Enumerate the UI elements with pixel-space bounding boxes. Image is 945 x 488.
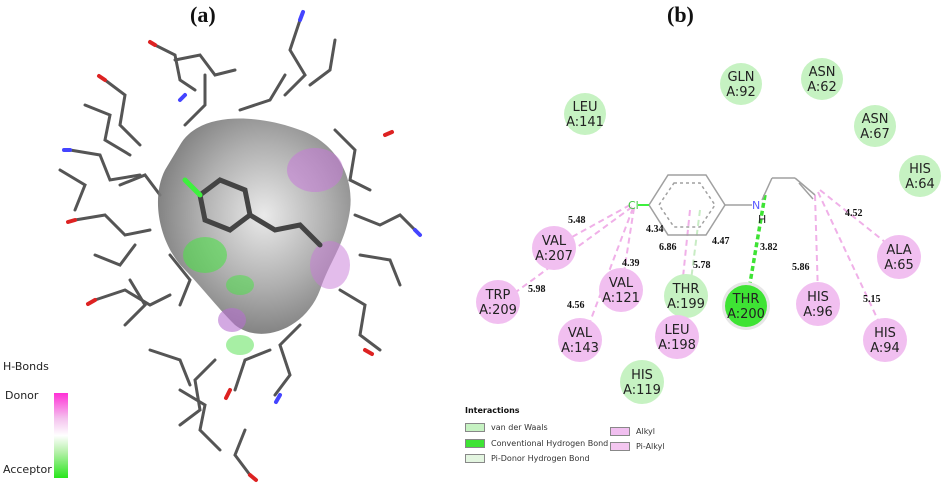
hbond-donor-label: Donor xyxy=(5,389,39,402)
legend-item-pi-donor-hbond: Pi-Donor Hydrogen Bond xyxy=(465,454,590,463)
residue-number: A:143 xyxy=(561,341,599,356)
legend-item-pi-alkyl: Pi-Alkyl xyxy=(610,442,665,451)
panel-a-label: (a) xyxy=(190,2,216,27)
legend-title: Interactions xyxy=(465,406,520,415)
residue-number: A:207 xyxy=(535,249,573,264)
residue-ala-65: ALA A:65 xyxy=(877,235,921,279)
distance-label: 4.34 xyxy=(646,224,664,235)
residue-name: LEU xyxy=(573,100,598,115)
residue-name: HIS xyxy=(631,368,653,383)
residue-leu-141: LEU A:141 xyxy=(564,93,606,135)
legend-swatch xyxy=(465,439,485,448)
distance-label: 4.52 xyxy=(845,208,863,219)
residue-number: A:65 xyxy=(884,258,914,273)
residue-his-64: HIS A:64 xyxy=(899,155,941,197)
residue-his-119: HIS A:119 xyxy=(620,360,664,404)
residue-thr-199: THR A:199 xyxy=(664,274,708,318)
protein-residue-sticks xyxy=(58,18,417,477)
residue-number: A:141 xyxy=(566,115,604,130)
hbond-scale-title: H-Bonds xyxy=(3,360,49,373)
hydrogen-atom: H xyxy=(758,213,766,226)
residue-name: TRP xyxy=(485,288,511,303)
residue-his-96: HIS A:96 xyxy=(796,282,840,326)
residue-asn-62: ASN A:62 xyxy=(801,58,843,100)
residue-number: A:92 xyxy=(726,85,756,100)
residue-number: A:94 xyxy=(870,341,900,356)
panel-b-label: (b) xyxy=(667,2,694,27)
residue-leu-198: LEU A:198 xyxy=(655,315,699,359)
hbond-color-scale xyxy=(54,393,68,478)
distance-label: 3.82 xyxy=(760,242,778,253)
distance-label: 5.86 xyxy=(792,262,810,273)
distance-label: 4.47 xyxy=(712,236,730,247)
interactions-legend: Interactions van der Waals Conventional … xyxy=(465,406,795,476)
residue-number: A:67 xyxy=(860,127,890,142)
residue-name: VAL xyxy=(542,234,567,249)
legend-swatch xyxy=(465,423,485,432)
residue-number: A:96 xyxy=(803,305,833,320)
legend-label: Conventional Hydrogen Bond xyxy=(491,439,609,448)
chlorine-atom: Cl xyxy=(628,199,639,212)
legend-label: Alkyl xyxy=(636,427,655,436)
distance-labels: 5.48 4.34 6.86 4.47 3.82 4.52 4.39 5.78 … xyxy=(528,208,881,311)
distance-label: 5.15 xyxy=(863,294,881,305)
residue-discs: LEU A:141 GLN A:92 ASN A:62 ASN A:67 HIS… xyxy=(476,58,941,404)
binding-pocket-surface xyxy=(157,118,351,355)
residue-val-207: VAL A:207 xyxy=(532,226,576,270)
distance-label: 5.98 xyxy=(528,284,546,295)
residue-name: HIS xyxy=(874,326,896,341)
docking-3d-view xyxy=(58,10,422,482)
heteroatom-marks xyxy=(62,10,422,482)
legend-label: van der Waals xyxy=(491,423,548,432)
residue-name: HIS xyxy=(807,290,829,305)
residue-trp-209: TRP A:209 xyxy=(476,280,520,324)
ligand-sticks xyxy=(182,177,323,248)
residue-name: THR xyxy=(672,282,700,297)
legend-item-conventional-hbond: Conventional Hydrogen Bond xyxy=(465,439,608,448)
residue-name: ASN xyxy=(809,65,836,80)
residue-thr-200: THR A:200 xyxy=(722,282,770,330)
distance-label: 4.56 xyxy=(567,300,585,311)
residue-name: VAL xyxy=(568,326,593,341)
distance-label: 5.78 xyxy=(693,260,711,271)
residue-val-143: VAL A:143 xyxy=(558,318,602,362)
residue-number: A:209 xyxy=(479,303,517,318)
legend-label: Pi-Alkyl xyxy=(636,442,665,451)
residue-name: VAL xyxy=(609,276,634,291)
residue-name: THR xyxy=(732,292,760,307)
residue-val-121: VAL A:121 xyxy=(599,268,643,312)
legend-label: Pi-Donor Hydrogen Bond xyxy=(491,454,590,463)
nitrogen-atom: N xyxy=(752,199,760,212)
distance-label: 5.48 xyxy=(568,215,586,226)
legend-item-alkyl: Alkyl xyxy=(610,427,655,436)
residue-number: A:121 xyxy=(602,291,640,306)
residue-name: ALA xyxy=(886,243,911,258)
residue-name: HIS xyxy=(909,162,931,177)
legend-swatch xyxy=(610,427,630,436)
ligand-structure xyxy=(638,174,816,236)
distance-label: 6.86 xyxy=(659,242,677,253)
residue-name: GLN xyxy=(727,70,754,85)
legend-swatch xyxy=(465,454,485,463)
residue-name: LEU xyxy=(665,323,690,338)
residue-asn-67: ASN A:67 xyxy=(854,105,896,147)
residue-number: A:64 xyxy=(905,177,935,192)
distance-label: 4.39 xyxy=(622,258,640,269)
hbond-acceptor-label: Acceptor xyxy=(3,463,52,476)
residue-number: A:198 xyxy=(658,338,696,353)
residue-name: ASN xyxy=(862,112,889,127)
residue-gln-92: GLN A:92 xyxy=(720,63,762,105)
residue-number: A:119 xyxy=(623,383,661,398)
residue-number: A:200 xyxy=(727,307,765,322)
residue-his-94: HIS A:94 xyxy=(863,318,907,362)
legend-swatch xyxy=(610,442,630,451)
residue-number: A:62 xyxy=(807,80,837,95)
residue-number: A:199 xyxy=(667,297,705,312)
legend-item-van-der-waals: van der Waals xyxy=(465,423,548,432)
